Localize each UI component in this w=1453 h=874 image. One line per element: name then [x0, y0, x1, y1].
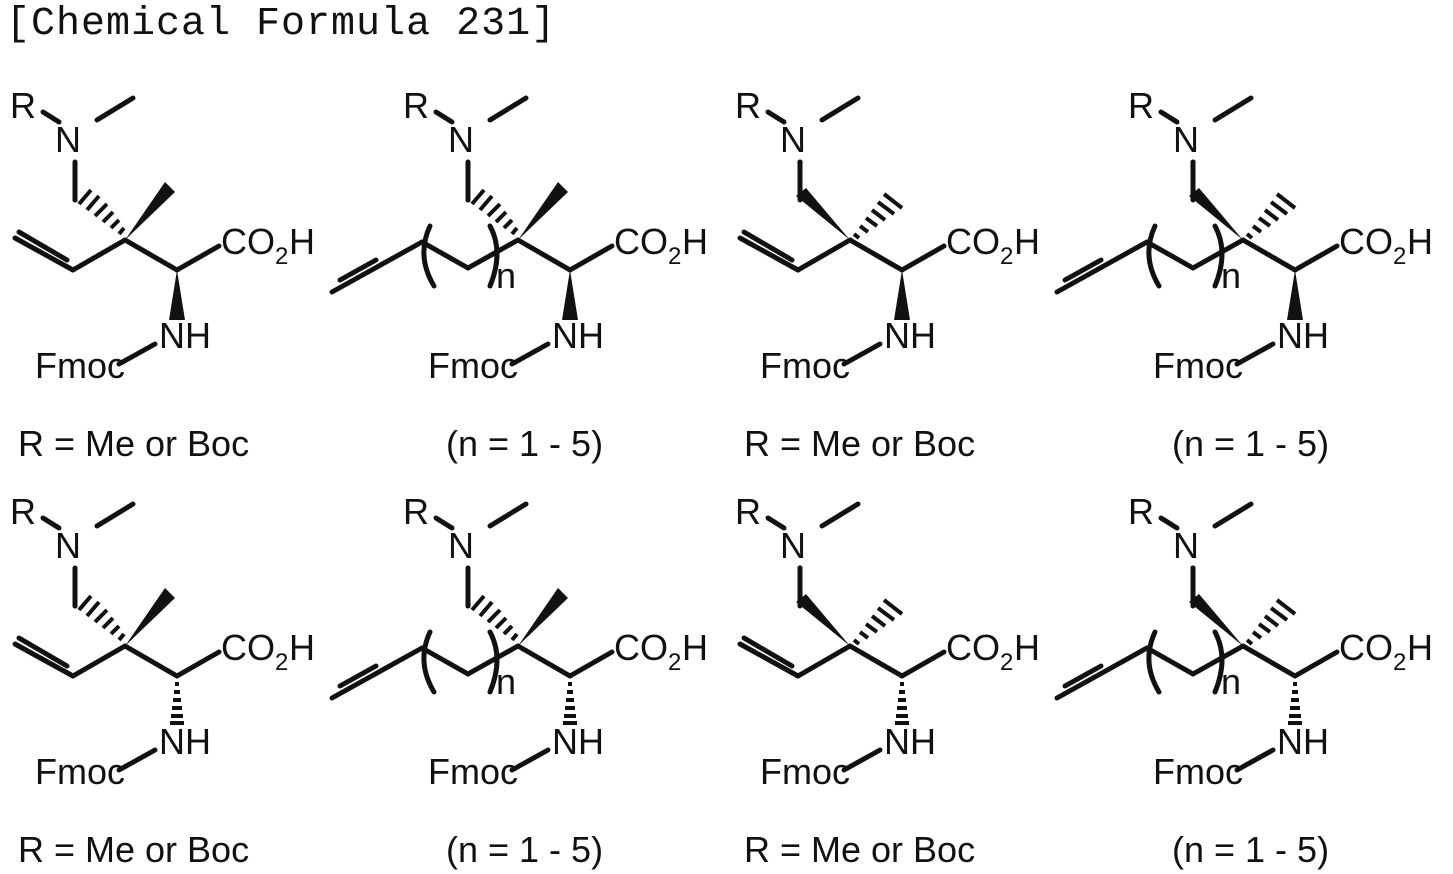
- structure-r1c2: [332, 85, 708, 386]
- caption-r1c4: (n = 1 - 5): [1172, 423, 1329, 464]
- caption-r2c1: R = Me or Boc: [18, 829, 249, 870]
- caption-r2c2: (n = 1 - 5): [446, 829, 603, 870]
- caption-r1c1: R = Me or Boc: [18, 423, 249, 464]
- structure-r2c3: [735, 491, 1040, 792]
- structure-r2c2: [332, 491, 708, 792]
- structure-r2c4: [1057, 491, 1433, 792]
- caption-r2c3: R = Me or Boc: [744, 829, 975, 870]
- caption-r1c2: (n = 1 - 5): [446, 423, 603, 464]
- caption-r1c3: R = Me or Boc: [744, 423, 975, 464]
- structure-r1c4: [1057, 85, 1433, 386]
- structure-r2c1: [10, 491, 315, 792]
- structure-r1c3: [735, 85, 1040, 386]
- caption-r2c4: (n = 1 - 5): [1172, 829, 1329, 870]
- structure-r1c1: [10, 85, 315, 386]
- figure-title: [Chemical Formula 231]: [6, 2, 557, 47]
